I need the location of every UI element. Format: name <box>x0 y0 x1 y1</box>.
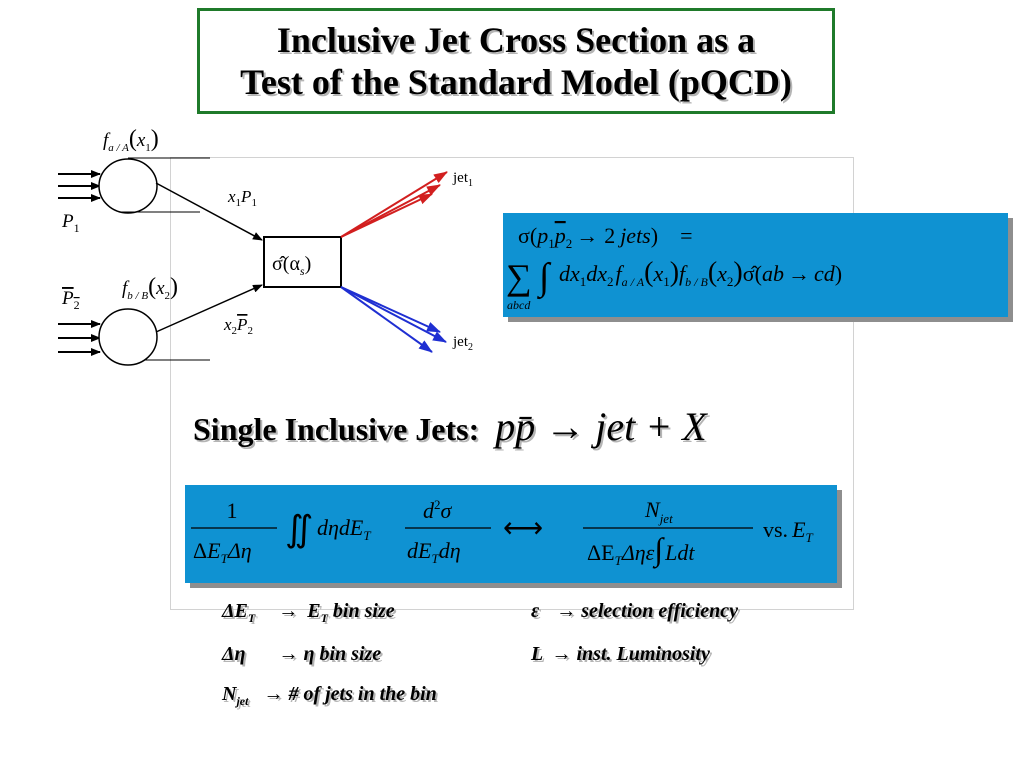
legend-n-jet: Njet → # of jets in the bin <box>222 683 437 708</box>
single-inclusive-label: Single Inclusive Jets: <box>193 411 480 447</box>
frac1-denominator: ΔETΔη <box>193 538 252 566</box>
formula-sum: ∑ <box>506 257 532 297</box>
long-double-arrow: ⟷ <box>503 513 543 544</box>
legend-epsilon: ε → selection efficiency <box>531 600 738 622</box>
label-jet2: jet2 <box>452 334 473 353</box>
integrand-measure: dηdET <box>317 515 371 543</box>
frac3-numerator: Njet <box>644 497 673 526</box>
title-line-1: Inclusive Jet Cross Section as a <box>276 20 756 60</box>
jet2-arrows <box>340 286 447 353</box>
measured-cross-section-box: 1 ΔETΔη ∬ dηdET d2σ dETdη ⟷ Njet ΔETΔηε∫… <box>185 485 837 583</box>
jet1-arrows <box>340 171 448 238</box>
label-pdf-a: fa / A(x1) <box>103 126 159 154</box>
label-p2: P2 <box>61 288 80 312</box>
parton-b-line <box>155 284 263 333</box>
double-integral: ∬ <box>285 509 313 549</box>
formula-rhs: dx1dx2fa / A(x1)fb / B(x2)σ̂(ab→cd) <box>559 257 842 289</box>
legend-delta-et: ΔET → ET bin size <box>222 600 395 625</box>
single-inclusive-jets: Single Inclusive Jets: pp̄ → jet + X <box>193 403 707 450</box>
frac3-denominator: ΔETΔηε∫Ldt <box>587 531 695 569</box>
label-x1p1: x1P1 <box>227 187 257 209</box>
single-inclusive-formula: pp̄ → jet + X <box>495 404 707 449</box>
formula-sum-index: abcd <box>507 298 531 312</box>
legend-luminosity: L → inst. Luminosity <box>531 643 710 665</box>
hard-scatter-box <box>263 236 342 288</box>
content-panel <box>170 157 854 610</box>
parton-a-line <box>155 182 263 241</box>
label-jet1: jet1 <box>452 170 473 189</box>
frac1-numerator: 1 <box>227 498 238 523</box>
title-box: Inclusive Jet Cross Section as a Test of… <box>197 8 835 114</box>
label-p1: P1 <box>61 211 80 235</box>
measured-cross-section-formula: 1 ΔETΔη ∬ dηdET d2σ dETdη ⟷ Njet ΔETΔηε∫… <box>191 497 814 569</box>
label-hard-scatter: σ̂(αs) <box>272 253 311 278</box>
label-x2p2: x2P2 <box>223 315 253 337</box>
vs-et: vs.ET <box>763 517 814 545</box>
title-line-2: Test of the Standard Model (pQCD) <box>240 62 792 102</box>
legend-delta-eta: Δη → η bin size <box>222 643 382 665</box>
proton-b-blob <box>98 308 158 366</box>
label-pdf-b: fb / B(x2) <box>122 274 178 302</box>
proton-a-blob <box>98 158 158 214</box>
formula-integral: ∫ <box>537 256 552 300</box>
frac2-numerator: d2σ <box>423 497 453 523</box>
frac2-denominator: dETdη <box>407 538 461 566</box>
proton-a-lines <box>58 157 210 202</box>
